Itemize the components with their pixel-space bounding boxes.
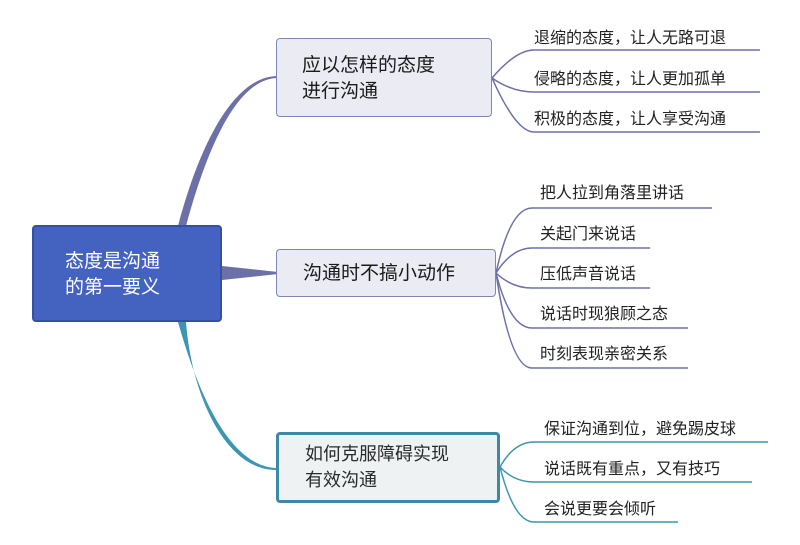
leaf-node[interactable]: 把人拉到角落里讲话: [540, 183, 685, 202]
branch2-leaf-connectors: [495, 207, 712, 369]
branch-node-no-tricks[interactable]: 沟通时不搞小动作: [276, 249, 496, 297]
leaf-node[interactable]: 时刻表现亲密关系: [540, 344, 669, 363]
branch-node-label: 如何克服障碍实现 有效沟通: [305, 443, 449, 491]
leaf-node[interactable]: 侵略的态度，让人更加孤单: [534, 69, 727, 88]
connector-root-branch2: [222, 266, 278, 280]
branch3-leaf-connectors: [499, 441, 768, 523]
leaf-node[interactable]: 退缩的态度，让人无路可退: [534, 28, 727, 47]
leaf-node[interactable]: 说话既有重点，又有技巧: [544, 459, 721, 478]
branch-node-label: 应以怎样的态度 进行沟通: [302, 53, 436, 102]
leaf-node[interactable]: 保证沟通到位，避免踢皮球: [544, 419, 737, 438]
root-node[interactable]: 态度是沟通 的第一要义: [32, 225, 222, 322]
connector-root-branch1: [178, 76, 278, 226]
leaf-node[interactable]: 说话时现狼顾之态: [540, 304, 669, 323]
leaf-node[interactable]: 会说更要会倾听: [544, 499, 657, 518]
connector-root-branch3: [178, 322, 278, 471]
leaf-node[interactable]: 压低声音说话: [540, 264, 637, 283]
branch-node-overcome-barriers[interactable]: 如何克服障碍实现 有效沟通: [276, 432, 500, 503]
branch1-leaf-connectors: [491, 49, 760, 133]
branch-node-label: 沟通时不搞小动作: [303, 262, 456, 284]
root-node-label: 态度是沟通 的第一要义: [65, 249, 161, 298]
leaf-node[interactable]: 关起门来说话: [540, 224, 637, 243]
leaf-node[interactable]: 积极的态度，让人享受沟通: [534, 109, 727, 128]
branch-node-attitude[interactable]: 应以怎样的态度 进行沟通: [276, 38, 492, 117]
